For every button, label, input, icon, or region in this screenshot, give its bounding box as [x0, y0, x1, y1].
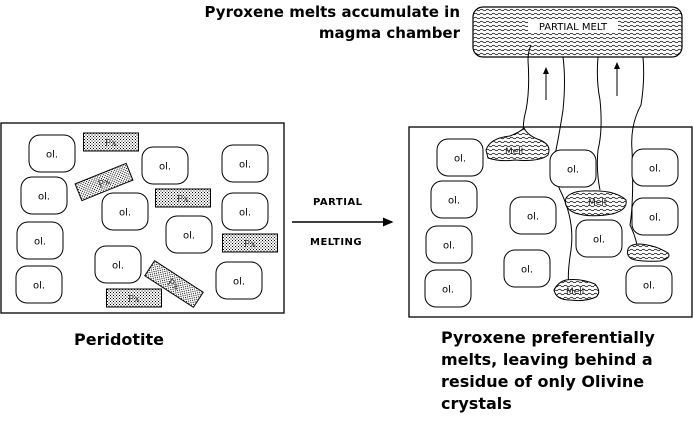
olivine-label: ol. — [649, 164, 661, 175]
olivine-label: ol. — [448, 196, 460, 207]
peridotite-olivine-group: ol. ol. ol. ol. ol. ol. ol. ol. ol. ol. ol. — [15, 134, 269, 304]
melt-pocket — [485, 127, 550, 162]
olivine-crystal — [436, 138, 484, 177]
pyroxene-crystal: Px — [144, 259, 204, 309]
melt-channel — [596, 56, 602, 191]
olivine-label: ol. — [119, 208, 131, 219]
residue-caption: Pyroxene preferentially melts, leaving b… — [441, 328, 655, 413]
melt-pocket — [553, 279, 600, 302]
residue-olivine-group: ol. ol. ol. ol. ol. ol. ol. ol. ol. ol. ol. — [424, 138, 679, 308]
pyroxene-crystal: Px — [83, 132, 139, 152]
olivine-label: ol. — [46, 150, 58, 161]
pyroxene-label: Px — [105, 138, 117, 149]
olivine-crystal — [101, 192, 149, 231]
pyroxene-label: Px — [244, 239, 256, 250]
olivine-label: ol. — [112, 261, 124, 272]
pyroxene-crystal: Px — [155, 188, 211, 208]
pyroxene-crystal: Px — [74, 162, 134, 202]
olivine-label: ol. — [527, 212, 539, 223]
arrow-label-melting: MELTING — [310, 237, 363, 248]
olivine-crystal — [575, 219, 623, 258]
olivine-crystal — [430, 180, 478, 219]
magma-chamber-label: PARTIAL MELT — [539, 22, 608, 33]
olivine-label: ol. — [443, 241, 455, 252]
pyroxene-crystal: Px — [222, 233, 278, 253]
olivine-label: ol. — [643, 281, 655, 292]
olivine-label: ol. — [521, 265, 533, 276]
olivine-crystal — [221, 144, 269, 183]
olivine-label: ol. — [593, 235, 605, 246]
olivine-crystal — [549, 149, 597, 188]
residue-box — [408, 126, 693, 318]
melt-pocket — [564, 190, 627, 217]
olivine-label: ol. — [239, 160, 251, 171]
pyroxene-label: Px — [128, 294, 140, 305]
olivine-label: ol. — [38, 192, 50, 203]
olivine-label: ol. — [442, 285, 454, 296]
melt-pockets: Melt Melt Melt — [485, 127, 670, 302]
olivine-label: ol. — [34, 237, 46, 248]
olivine-label: ol. — [233, 277, 245, 288]
melt-pocket-label: Melt — [588, 198, 608, 208]
olivine-crystal — [215, 261, 263, 300]
olivine-crystal — [165, 215, 213, 254]
olivine-crystal — [625, 265, 673, 304]
olivine-label: ol. — [183, 231, 195, 242]
olivine-crystal — [20, 176, 68, 215]
melt-channel — [522, 44, 532, 136]
olivine-label: ol. — [649, 213, 661, 224]
olivine-crystal — [424, 269, 472, 308]
olivine-label: ol. — [454, 154, 466, 165]
olivine-crystal — [221, 192, 269, 231]
olivine-crystal — [16, 221, 64, 260]
olivine-crystal — [94, 245, 142, 284]
olivine-crystal — [631, 197, 679, 236]
melt-pocket-label: Melt — [505, 147, 525, 157]
melt-pocket — [627, 243, 670, 262]
pyroxene-crystal: Px — [106, 288, 162, 308]
pyroxene-label: Px — [177, 194, 189, 205]
olivine-label: ol. — [239, 208, 251, 219]
olivine-crystal — [425, 225, 473, 264]
melt-pocket-label: Melt — [566, 287, 586, 297]
olivine-crystal — [631, 148, 679, 187]
melt-channel — [629, 56, 645, 246]
magma-chamber-label-bg — [528, 19, 618, 33]
pyroxene-label: Px — [97, 176, 112, 191]
olivine-crystal — [28, 134, 76, 173]
olivine-crystal — [509, 196, 557, 235]
olivine-label: ol. — [33, 281, 45, 292]
olivine-label: ol. — [159, 162, 171, 173]
olivine-crystal — [15, 265, 63, 304]
arrow-label-partial: PARTIAL — [313, 197, 363, 208]
olivine-crystal — [503, 249, 551, 288]
peridotite-caption: Peridotite — [74, 330, 165, 349]
olivine-crystal — [141, 146, 189, 185]
olivine-label: ol. — [567, 165, 579, 176]
pyroxene-label: Px — [165, 277, 181, 293]
magma-chamber-caption: Pyroxene melts accumulate in magma chamb… — [204, 3, 460, 42]
